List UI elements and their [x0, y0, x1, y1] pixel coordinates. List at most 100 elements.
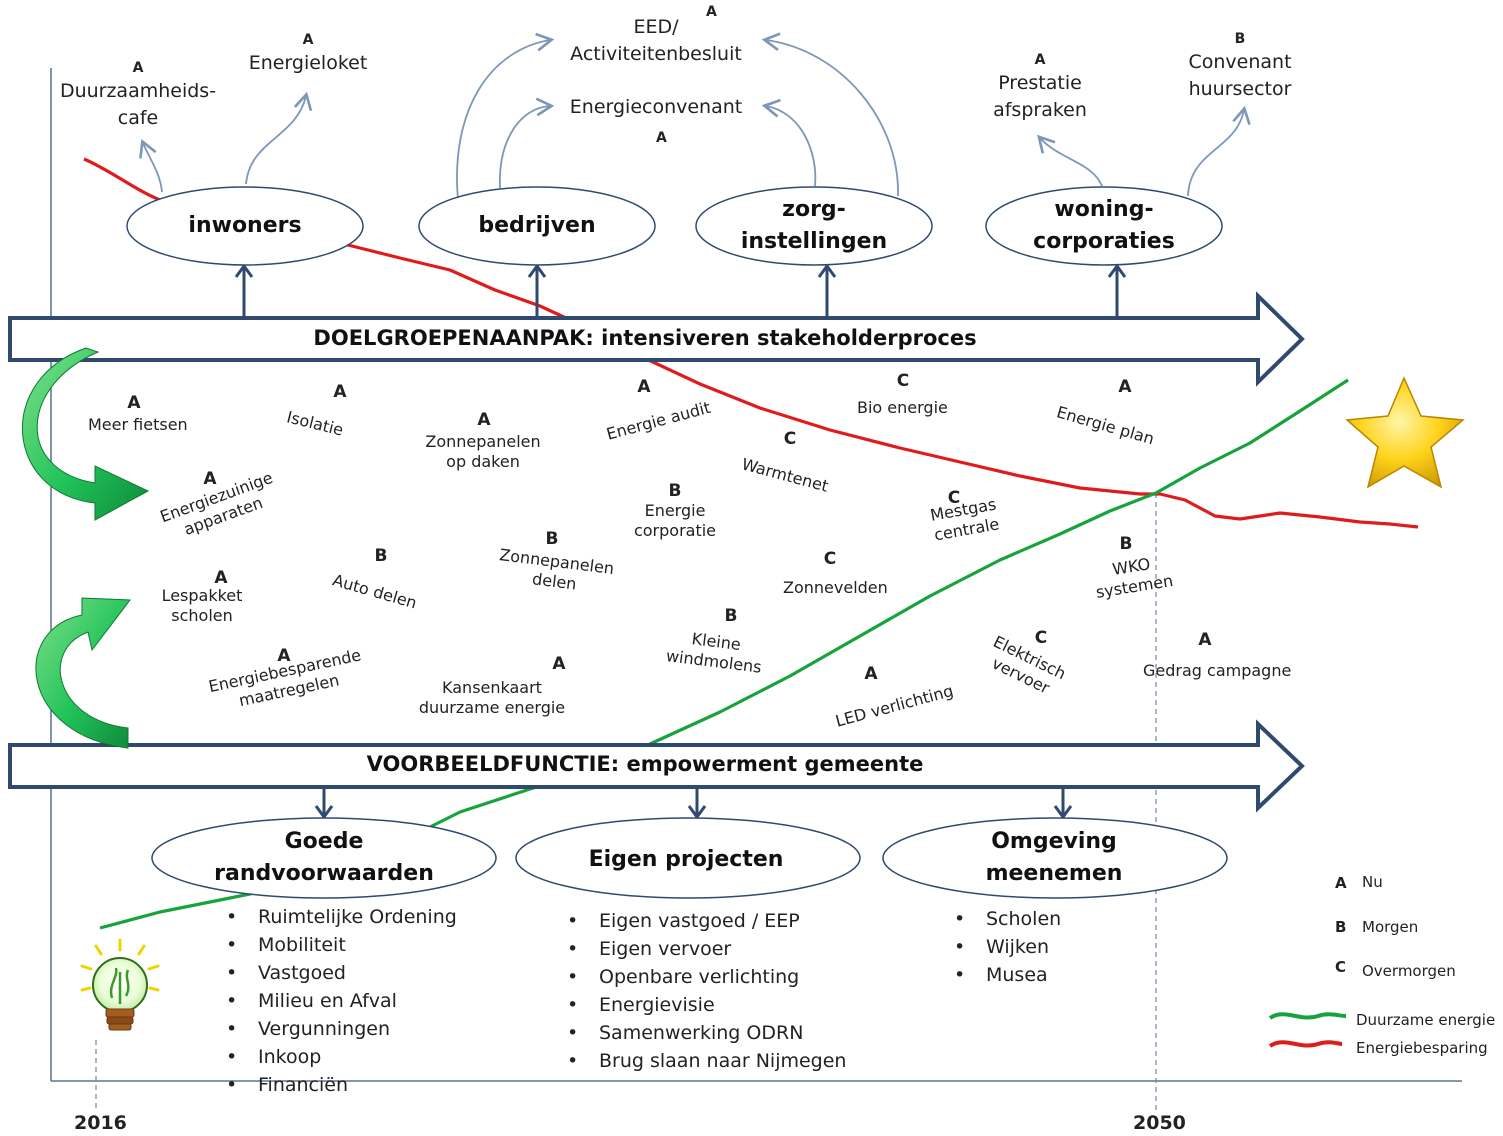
letter-warmtenet: C — [783, 429, 797, 449]
letter-autodelen: B — [374, 546, 388, 566]
green-loop-arrow-top — [22, 347, 150, 521]
letter-a: A — [302, 32, 314, 48]
legend-key-c: C — [1335, 958, 1347, 976]
bottom-bar-arrow — [8, 719, 1305, 813]
letter-gedrag: A — [1198, 630, 1212, 650]
legend-label-nu: Nu — [1362, 873, 1383, 891]
stakeholder-output-arrows — [139, 32, 1251, 201]
lespakket-line2: scholen — [171, 606, 233, 625]
letter-audit: A — [637, 377, 651, 397]
item-duurzaamheidscafe: A Duurzaamheids- cafe — [55, 60, 221, 132]
bedrijven-ellipse[interactable] — [418, 186, 656, 266]
list-item: Wijken — [954, 933, 1061, 961]
year-end-label: 2050 — [1133, 1112, 1186, 1134]
bottom-bar-label: VOORBEELDFUNCTIE: empowerment gemeente — [366, 752, 924, 776]
stakeholder-up-arrows — [234, 263, 1127, 318]
projecten-ellipse[interactable] — [515, 817, 861, 899]
item-eed: EED/ Activiteitenbesluit — [556, 14, 756, 68]
kansenkaart-line1: Kansenkaart — [442, 678, 542, 697]
prestatie-line2: afspraken — [993, 98, 1087, 121]
legend-label-overmorgen: Overmorgen — [1362, 962, 1456, 980]
measure-gedrag-campagne: Gedrag campagne — [1143, 661, 1292, 680]
legend-label-morgen: Morgen — [1362, 918, 1419, 936]
top-bar-label: DOELGROEPENAANPAK: intensiveren stakehol… — [313, 326, 977, 350]
letter-mestgas: C — [947, 488, 961, 508]
letter-maatregelen: A — [277, 646, 291, 666]
legend-key-a: A — [1335, 874, 1347, 892]
lespakket-line1: Lespakket — [161, 586, 243, 605]
lightbulb-icon — [80, 938, 160, 1031]
convenant-line1: Energieconvenant — [569, 96, 743, 118]
letter-corporatie: B — [668, 481, 682, 501]
letter-bio: C — [896, 371, 910, 391]
list-item: Vastgoed — [226, 959, 457, 987]
measure-zonnevelden: Zonnevelden — [783, 578, 888, 597]
list-item: Samenwerking ODRN — [567, 1019, 846, 1047]
zonnedaken-line1: Zonnepanelen — [425, 432, 541, 451]
woning-label: woning-corporaties — [1033, 197, 1175, 254]
green-loop-arrow-bottom — [35, 597, 131, 749]
letter-fietsen: A — [127, 393, 141, 413]
letter-led: A — [864, 664, 878, 684]
woning-ellipse[interactable] — [985, 186, 1223, 266]
omgeving-ellipse[interactable] — [882, 817, 1228, 899]
list-item: Scholen — [954, 905, 1061, 933]
item-prestatieafspraken: A Prestatie afspraken — [970, 52, 1110, 124]
letter-wko: B — [1119, 534, 1133, 554]
list-item: Energievisie — [567, 991, 846, 1019]
measure-bio-energie: Bio energie — [857, 398, 948, 417]
eed-line1: EED/ — [633, 16, 679, 38]
loket-line1: Energieloket — [248, 51, 368, 74]
item-energieloket: A Energieloket — [228, 32, 388, 77]
list-item: Ruimtelijke Ordening — [226, 903, 457, 931]
corporatie-line1: Energie — [644, 501, 706, 520]
year-start-label: 2016 — [74, 1112, 127, 1134]
list-item: Musea — [954, 961, 1061, 989]
list-item: Eigen vastgoed / EEP — [567, 907, 846, 935]
list-item: Financiën — [226, 1071, 457, 1099]
omgeving-list: Scholen Wijken Musea — [954, 905, 1061, 989]
zonnedaken-line2: op daken — [446, 452, 520, 471]
list-item: Mobiliteit — [226, 931, 457, 959]
letter-apparaten: A — [203, 469, 217, 489]
energiebesparing-line — [83, 157, 1419, 529]
letter-isolatie: A — [333, 382, 347, 402]
letter-a: A — [132, 60, 144, 76]
huursector-line1: Convenant — [1188, 50, 1292, 73]
letter-lespakket: A — [214, 568, 228, 588]
cafe-line1: Duurzaamheids- — [59, 79, 217, 102]
letter-zonnedaken: A — [477, 410, 491, 430]
eed-letter: A — [706, 4, 717, 20]
item-energieconvenant: Energieconvenant — [556, 94, 756, 121]
list-item: Brug slaan naar Nijmegen — [567, 1047, 846, 1075]
inwoners-ellipse[interactable] — [126, 186, 364, 266]
list-item: Eigen vervoer — [567, 935, 846, 963]
projecten-list: Eigen vastgoed / EEP Eigen vervoer Openb… — [567, 907, 846, 1075]
list-item: Vergunningen — [226, 1015, 457, 1043]
list-item: Openbare verlichting — [567, 963, 846, 991]
cafe-line2: cafe — [117, 106, 159, 129]
letter-kansenkaart: A — [552, 654, 566, 674]
randvoorwaarden-list: Ruimtelijke Ordening Mobiliteit Vastgoed… — [226, 903, 457, 1099]
legend-label-energiebesparing: Energiebesparing — [1356, 1039, 1488, 1057]
legend-red-line — [1268, 1040, 1343, 1048]
letter-a: A — [1034, 52, 1046, 68]
legend-green-line — [1268, 1012, 1347, 1020]
letter-b: B — [1234, 31, 1246, 47]
measure-meer-fietsen: Meer fietsen — [88, 415, 188, 434]
convenant-letter: A — [656, 130, 667, 146]
zorg-ellipse[interactable] — [695, 186, 933, 266]
legend-label-duurzame-energie: Duurzame energie — [1356, 1011, 1496, 1029]
list-item: Inkoop — [226, 1043, 457, 1071]
corporatie-line2: corporatie — [633, 521, 717, 540]
prestatie-line1: Prestatie — [998, 71, 1082, 94]
randvoorwaarden-ellipse[interactable] — [151, 817, 497, 899]
letter-zonnedelen: B — [545, 529, 559, 549]
bedrijven-label: bedrijven — [478, 213, 596, 239]
legend-key-b: B — [1335, 918, 1347, 936]
